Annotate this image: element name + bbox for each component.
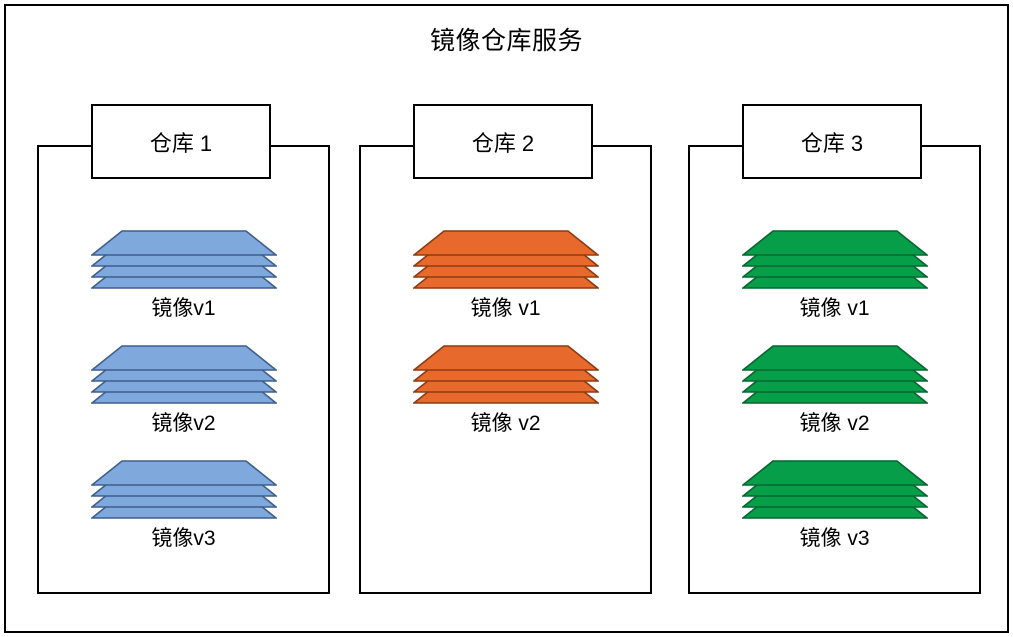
image-layer-stack-icon	[741, 230, 928, 289]
image-label: 镜像 v2	[470, 412, 541, 435]
image-item[interactable]: 镜像 v3	[688, 460, 981, 565]
image-layer	[90, 345, 277, 371]
image-layer	[412, 345, 599, 371]
repository-group-2[interactable]: 仓库 2 镜像 v1 镜像 v2	[359, 104, 652, 594]
repository-header-3[interactable]: 仓库 3	[742, 104, 922, 179]
repository-header-1[interactable]: 仓库 1	[91, 104, 271, 179]
image-layer-stack-icon	[90, 345, 277, 404]
repository-header-label: 仓库 3	[800, 130, 864, 156]
image-item[interactable]: 镜像 v1	[688, 230, 981, 335]
image-item[interactable]: 镜像v1	[37, 230, 330, 335]
repository-header-label: 仓库 2	[471, 130, 535, 156]
image-item[interactable]: 镜像v3	[37, 460, 330, 565]
repository-group-1[interactable]: 仓库 1 镜像v1 镜像v2 镜像v3	[37, 104, 330, 594]
image-item[interactable]: 镜像 v1	[359, 230, 652, 335]
image-layer	[412, 230, 599, 256]
image-label: 镜像 v2	[799, 412, 870, 435]
image-layer	[741, 230, 928, 256]
repository-header-2[interactable]: 仓库 2	[413, 104, 593, 179]
image-label: 镜像 v1	[799, 297, 870, 320]
image-layer	[741, 345, 928, 371]
image-layer-stack-icon	[741, 345, 928, 404]
image-layer-stack-icon	[741, 460, 928, 519]
image-layer	[741, 460, 928, 486]
image-layer	[90, 460, 277, 486]
image-label: 镜像v2	[151, 412, 216, 435]
image-item[interactable]: 镜像 v2	[688, 345, 981, 450]
image-label: 镜像 v1	[470, 297, 541, 320]
image-label: 镜像 v3	[799, 527, 870, 550]
image-item[interactable]: 镜像v2	[37, 345, 330, 450]
image-label: 镜像v3	[151, 527, 216, 550]
image-item[interactable]: 镜像 v2	[359, 345, 652, 450]
image-label: 镜像v1	[151, 297, 216, 320]
image-layer-stack-icon	[90, 230, 277, 289]
page-title: 镜像仓库服务	[429, 27, 583, 55]
repository-group-3[interactable]: 仓库 3 镜像 v1 镜像 v2 镜像 v3	[688, 104, 981, 594]
image-layer-stack-icon	[412, 345, 599, 404]
image-layer-stack-icon	[412, 230, 599, 289]
image-layer	[90, 230, 277, 256]
repository-header-label: 仓库 1	[149, 130, 213, 156]
image-layer-stack-icon	[90, 460, 277, 519]
